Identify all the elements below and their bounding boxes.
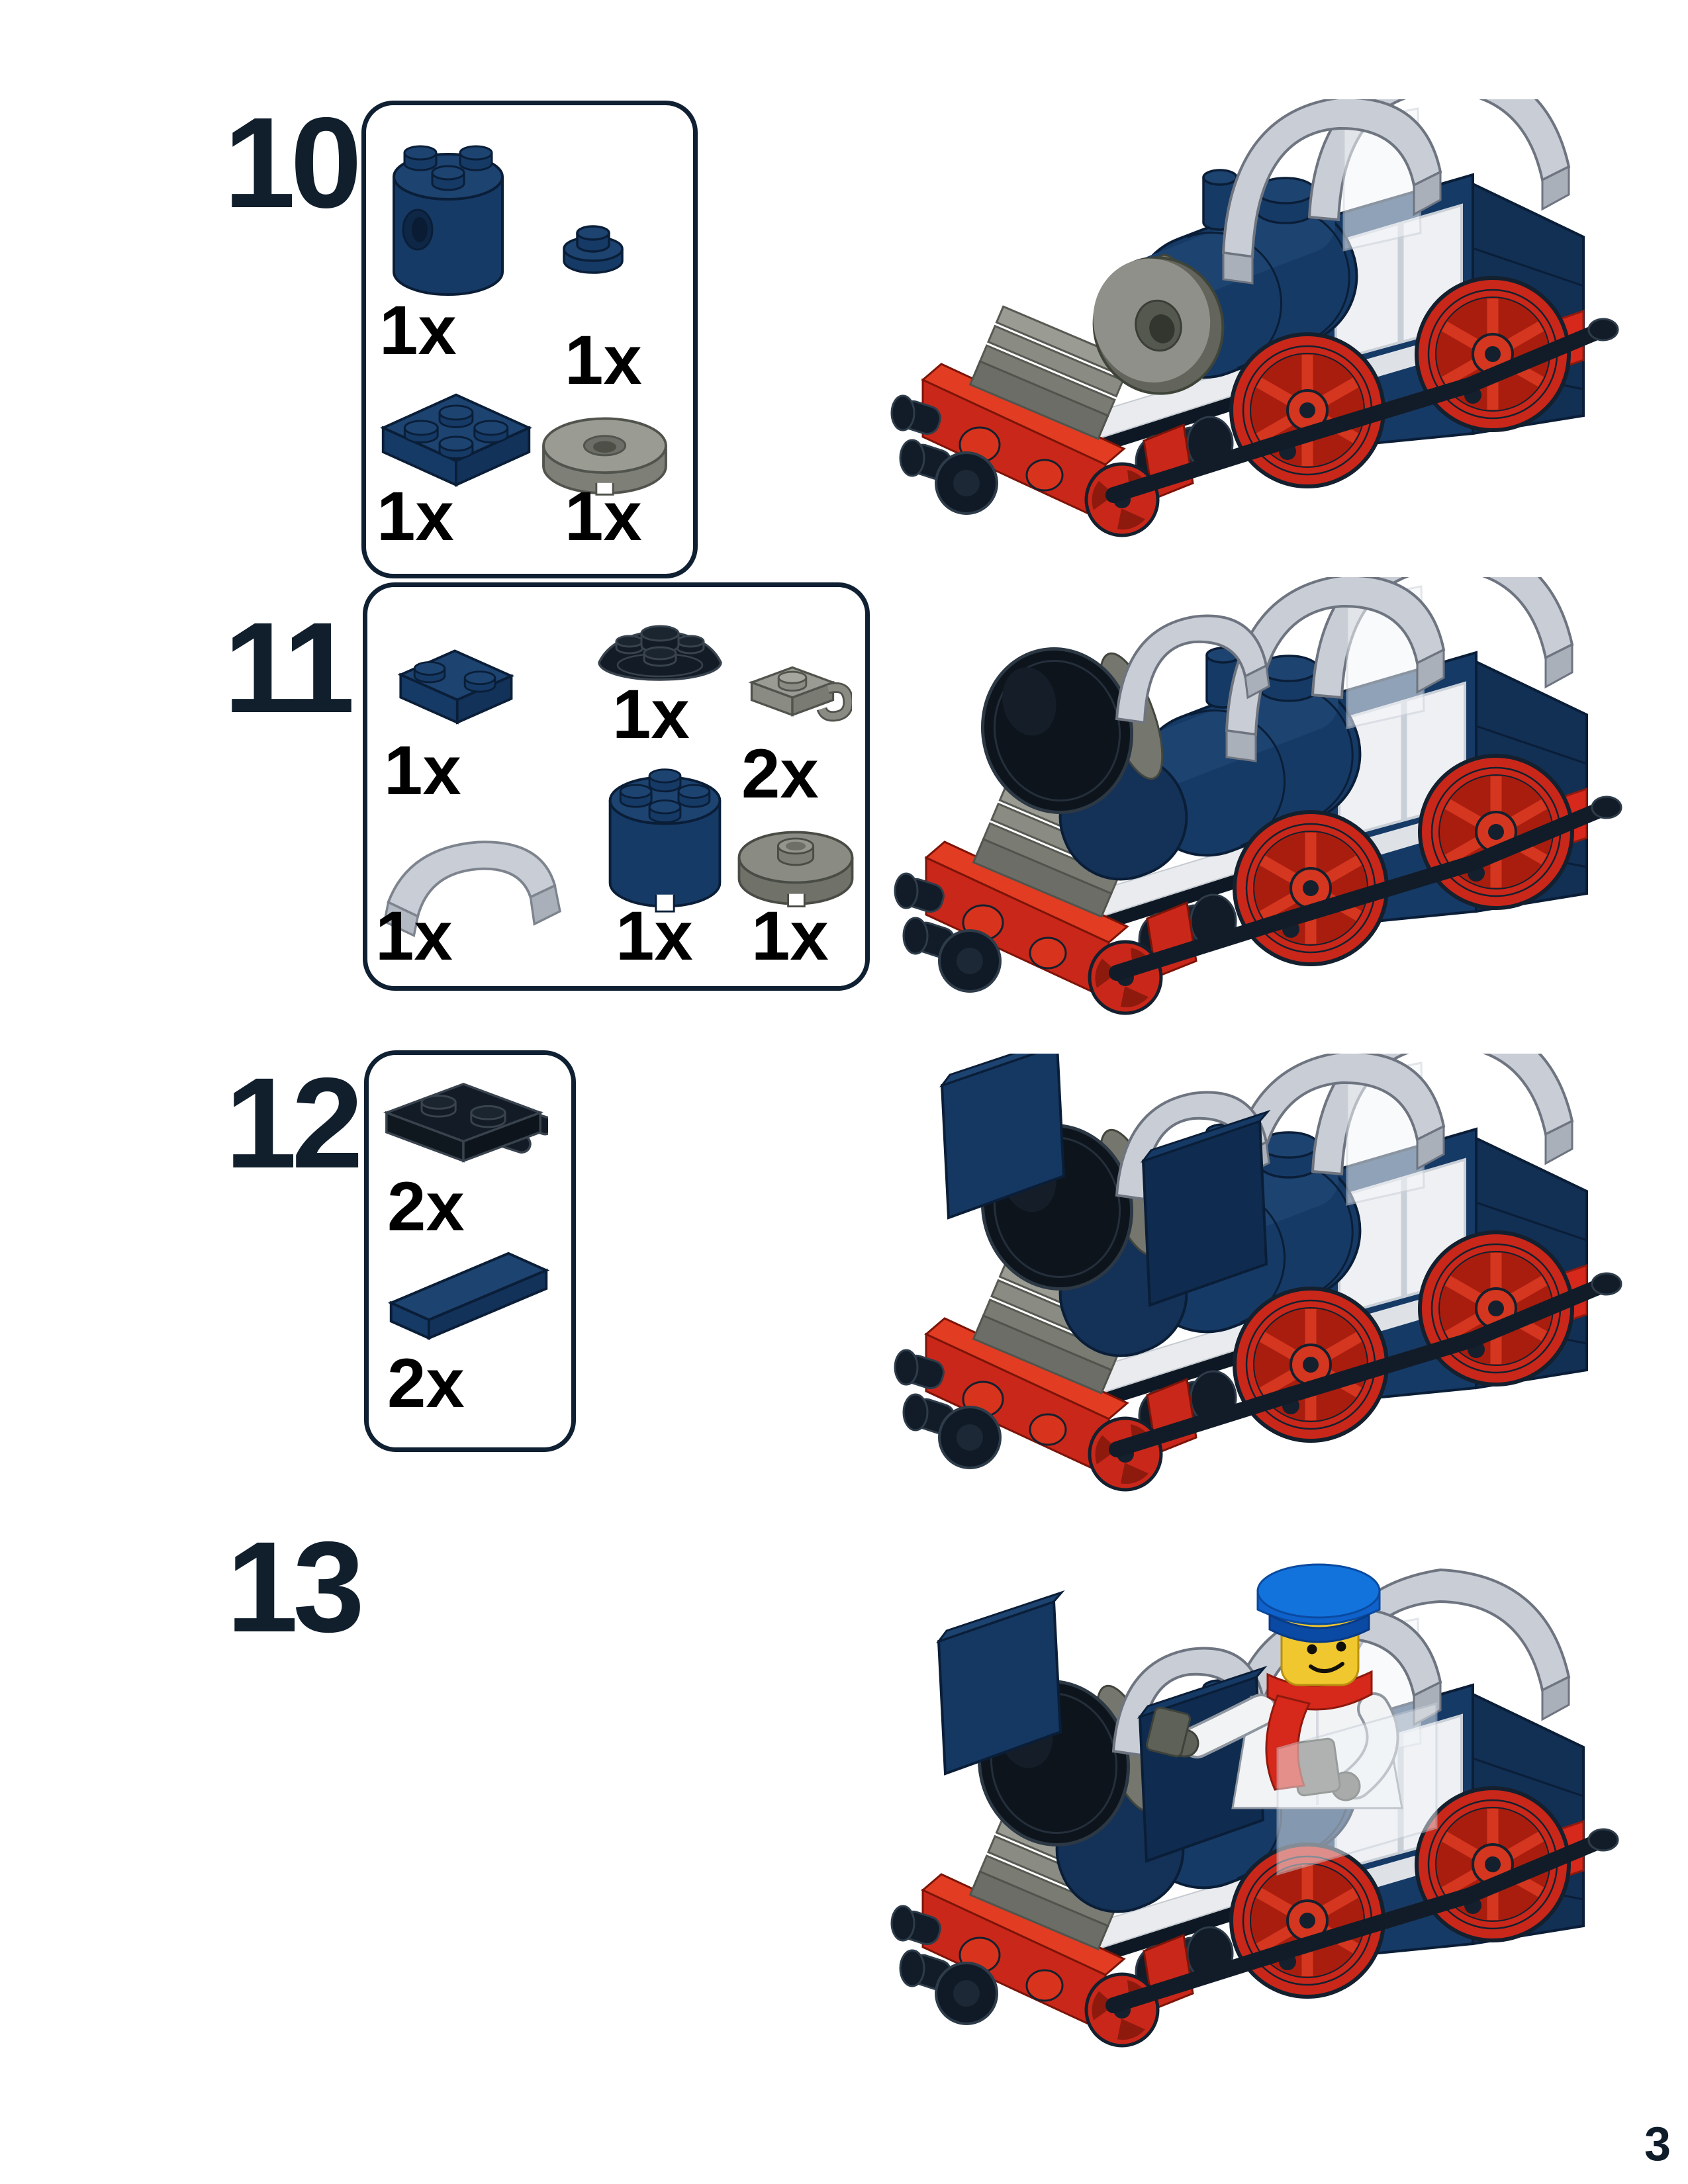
- part-icon-brick-round-2x2-cylinder: [393, 145, 504, 296]
- step-10-parts-box: 1x 1x 1x 1x: [361, 101, 698, 578]
- part-icon-plate-2x2: [380, 393, 532, 487]
- part-icon-brick-round-2x2: [608, 768, 722, 913]
- part-qty: 2x: [387, 1345, 465, 1422]
- part-icon-tile-round-2x2-hole: [542, 417, 667, 496]
- step-10-label: 10: [224, 91, 362, 235]
- part-qty: 1x: [565, 322, 642, 399]
- step-11-label: 11: [224, 596, 355, 740]
- part-qty: 1x: [384, 732, 461, 809]
- part-qty: 2x: [387, 1168, 465, 1246]
- step-11-parts-box: 1x 1x 2x 1x: [363, 582, 870, 991]
- part-qty: 1x: [375, 897, 453, 975]
- part-icon-plate-1x1-clip: [748, 666, 852, 722]
- part-qty: 1x: [565, 478, 642, 555]
- page-number: 3: [1644, 2118, 1671, 2171]
- part-icon-plate-round-1x1: [563, 225, 624, 274]
- train-illustration-step-13: [880, 1530, 1628, 2093]
- train-illustration-step-10: [880, 99, 1628, 582]
- part-icon-slope-curved: [383, 841, 561, 938]
- step-12-parts-box: 2x 2x: [364, 1050, 576, 1452]
- part-icon-plate-1x2: [397, 649, 515, 725]
- train-illustration-step-11: [884, 577, 1632, 1060]
- part-qty: 1x: [616, 897, 693, 975]
- part-icon-dish-2x2-black: [598, 625, 722, 681]
- part-icon-plate-1x2-clips-black: [383, 1083, 548, 1163]
- part-qty: 1x: [379, 292, 457, 369]
- step-12-label: 12: [225, 1051, 363, 1195]
- step-13-label: 13: [226, 1515, 365, 1659]
- part-qty: 2x: [741, 735, 819, 813]
- part-qty: 1x: [377, 478, 454, 555]
- part-qty: 1x: [751, 897, 829, 975]
- part-qty: 1x: [612, 676, 690, 753]
- part-icon-tile-1x4: [387, 1251, 550, 1340]
- part-icon-tile-round-2x2-stud: [737, 831, 854, 908]
- train-illustration-step-12: [884, 1054, 1632, 1537]
